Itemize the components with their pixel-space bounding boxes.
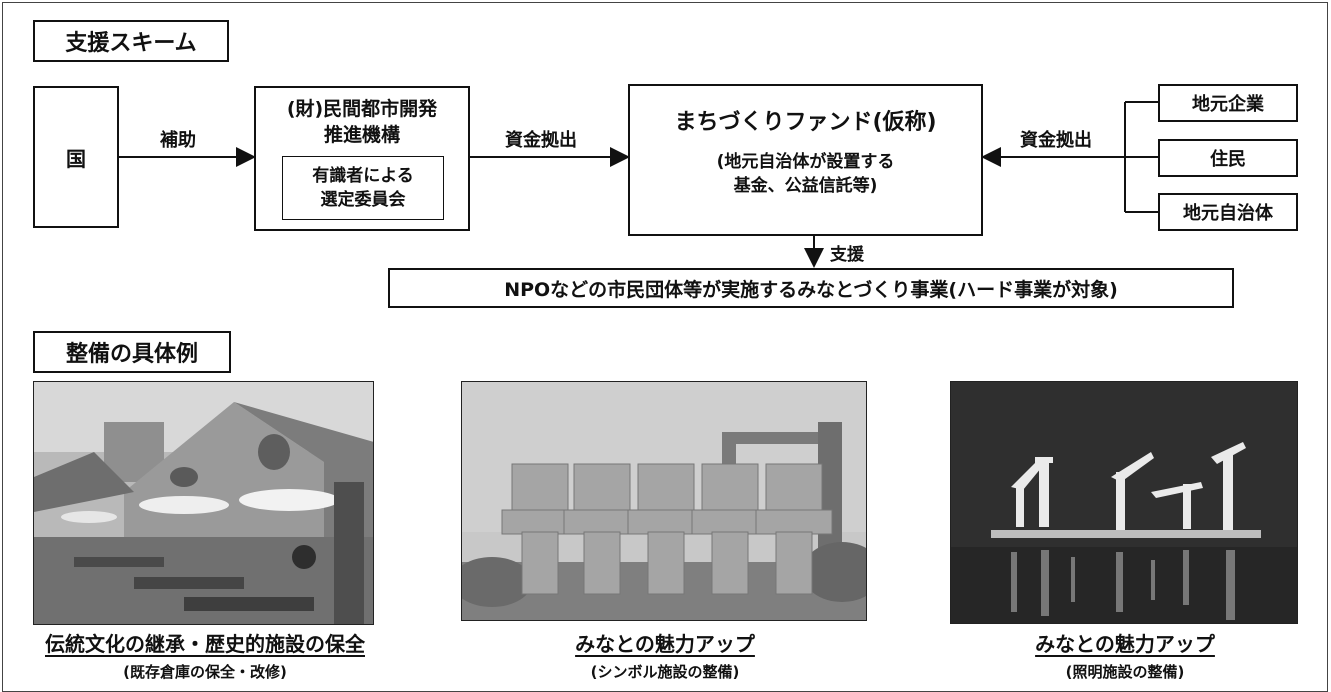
box-kuni-label: 国: [66, 146, 86, 171]
example-title-3: みなとの魅力アップ: [1035, 632, 1215, 656]
org-line1: (財)民間都市開発: [286, 98, 438, 120]
box-committee: 有識者による 選定委員会: [282, 156, 444, 220]
section-title-text: 支援スキーム: [65, 31, 197, 56]
box-kuni: 国: [33, 86, 119, 228]
photo-lighting-facility: [950, 381, 1298, 624]
example-caption-2: みなとの魅力アップ (シンボル施設の整備): [480, 628, 850, 682]
local-government-label: 地元自治体: [1183, 203, 1273, 224]
box-local-company: 地元企業: [1158, 84, 1298, 122]
fund-title: まちづくりファンド(仮称): [674, 110, 937, 135]
committee-line2: 選定委員会: [320, 190, 406, 210]
box-residents: 住民: [1158, 139, 1298, 177]
box-local-government: 地元自治体: [1158, 193, 1298, 231]
residents-label: 住民: [1210, 149, 1246, 170]
label-subsidy: 補助: [160, 130, 196, 151]
photo-warehouse: [33, 381, 374, 625]
section-title-support-scheme: 支援スキーム: [33, 20, 229, 62]
local-company-label: 地元企業: [1192, 94, 1264, 115]
section-title-examples-text: 整備の具体例: [65, 342, 198, 367]
photo-symbol-facility: [461, 381, 867, 621]
label-support: 支援: [830, 245, 864, 265]
example-subtitle-1: (既存倉庫の保全・改修): [123, 663, 287, 681]
section-title-examples: 整備の具体例: [33, 331, 231, 373]
box-machizukuri-fund: まちづくりファンド(仮称) (地元自治体が設置する 基金、公益信託等): [628, 84, 983, 236]
example-title-1: 伝統文化の継承・歴史的施設の保全: [45, 632, 365, 656]
box-project: NPOなどの市民団体等が実施するみなとづくり事業(ハード事業が対象): [388, 268, 1234, 308]
org-line2: 推進機構: [323, 124, 400, 146]
label-fund-out-left: 資金拠出: [505, 130, 577, 151]
example-caption-3: みなとの魅力アップ (照明施設の整備): [940, 628, 1310, 682]
committee-line1: 有識者による: [312, 166, 414, 186]
example-title-2: みなとの魅力アップ: [575, 632, 755, 656]
label-fund-out-right: 資金拠出: [1020, 130, 1092, 151]
example-subtitle-2: (シンボル施設の整備): [590, 663, 740, 681]
fund-sub2: 基金、公益信託等): [733, 176, 878, 196]
project-label: NPOなどの市民団体等が実施するみなとづくり事業(ハード事業が対象): [504, 278, 1118, 301]
fund-sub1: (地元自治体が設置する: [716, 152, 895, 172]
example-caption-1: 伝統文化の継承・歴史的施設の保全 (既存倉庫の保全・改修): [20, 628, 390, 682]
example-subtitle-3: (照明施設の整備): [1065, 663, 1185, 681]
